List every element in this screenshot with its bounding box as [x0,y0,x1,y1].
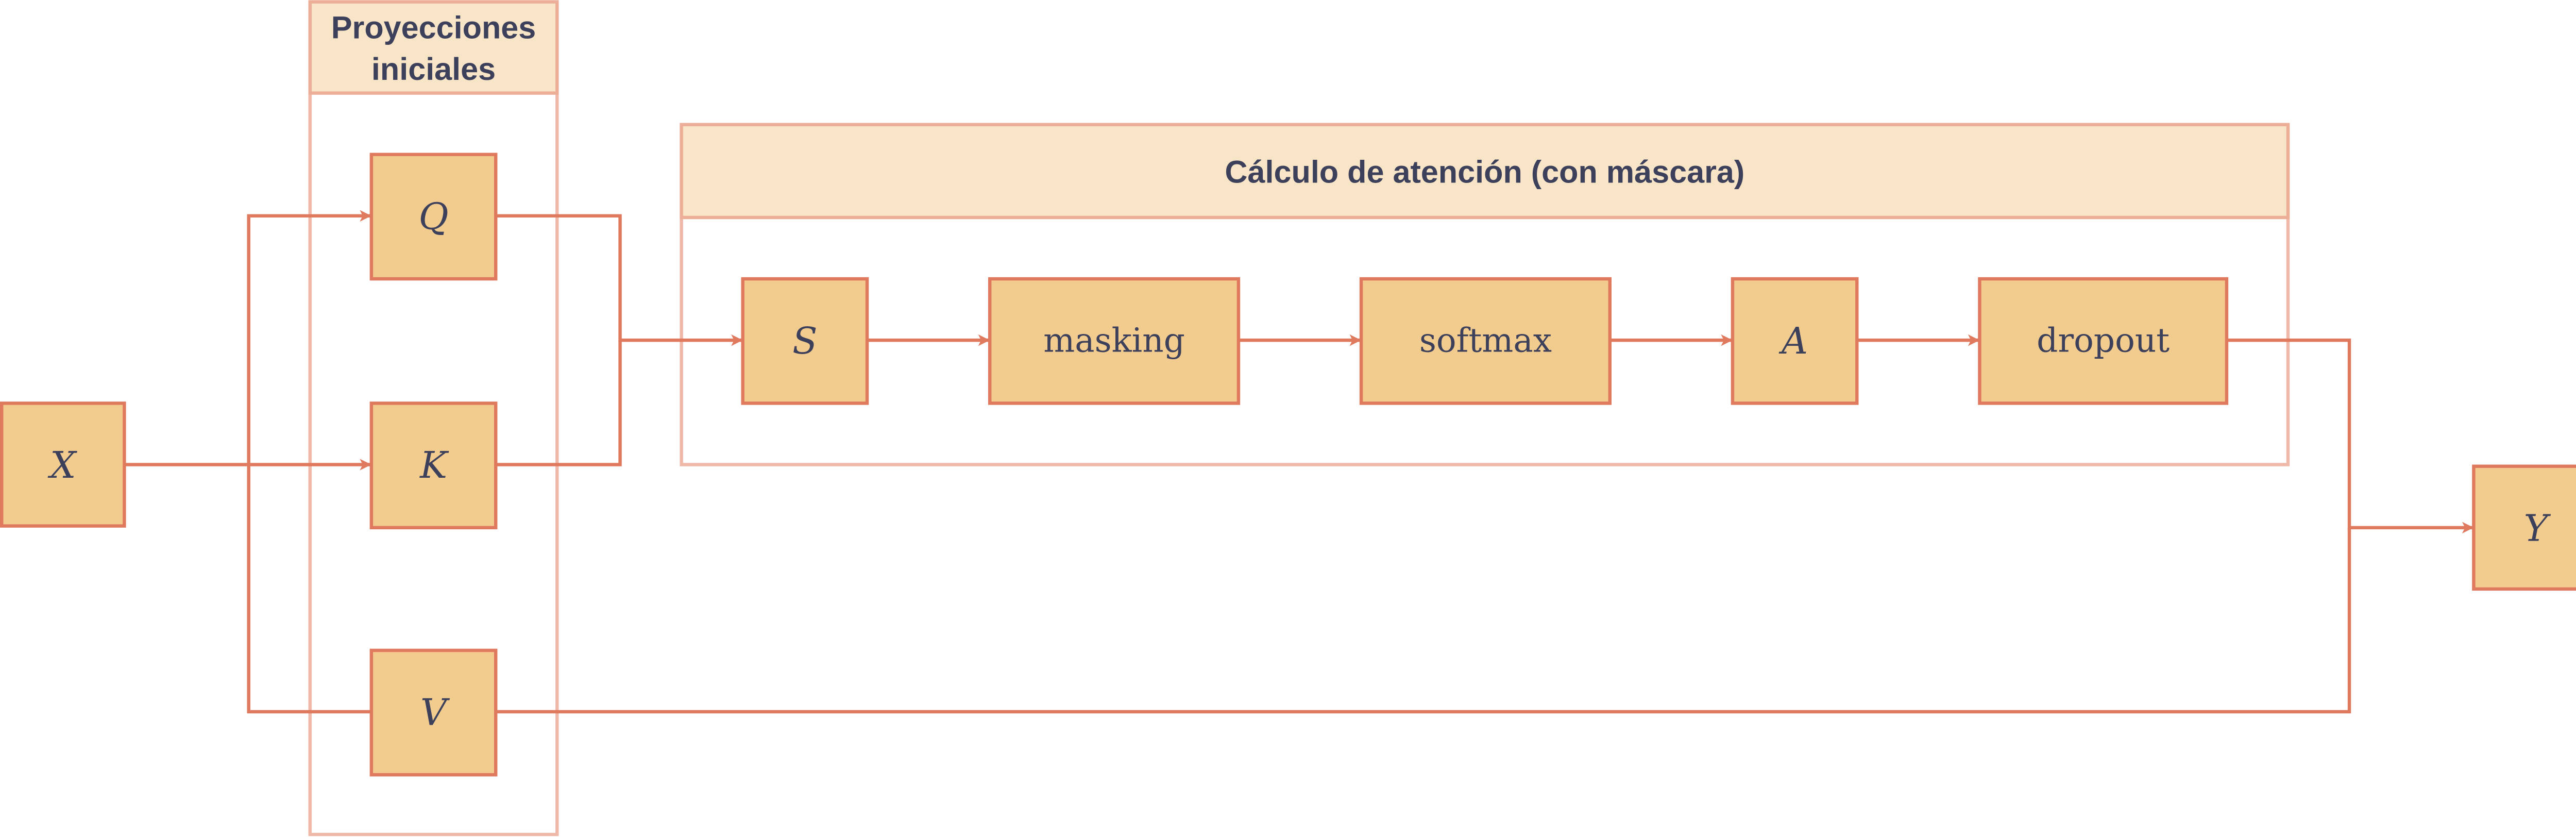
node-softmax: softmax [1359,277,1612,405]
svg-text:softmax: softmax [1419,322,1552,360]
svg-text:dropout: dropout [2037,322,2170,360]
svg-text:K: K [419,444,449,487]
edge-k-s [496,340,622,466]
svg-text:Q: Q [419,195,449,238]
group-projections: Proyecciones iniciales [308,0,559,836]
node-k: K [369,401,498,530]
edge-dropout-y [2226,338,2474,534]
projections-title-line1: Proyecciones [331,10,536,45]
svg-text:S: S [792,320,818,362]
svg-text:masking: masking [1043,322,1185,360]
svg-text:Y: Y [2524,507,2551,550]
svg-text:V: V [420,691,450,734]
projections-title-line2: iniciales [371,52,496,87]
svg-text:X: X [47,444,77,487]
node-x: X [0,401,126,528]
connections [124,210,2474,714]
edge-x-q [247,210,371,465]
node-a: A [1731,277,1859,405]
node-masking: masking [988,277,1241,405]
node-y: Y [2472,464,2576,591]
node-q: Q [369,153,498,281]
svg-text:A: A [1778,320,1808,362]
edge-v-y [496,527,2351,714]
node-s: S [741,277,869,405]
group-attention: Cálculo de atención (con máscara) [680,123,2290,466]
edge-q-s [496,214,743,346]
node-dropout: dropout [1978,277,2229,405]
edge-x-v [247,464,371,714]
node-v: V [369,648,498,777]
attention-title: Cálculo de atención (con máscara) [1225,154,1744,189]
